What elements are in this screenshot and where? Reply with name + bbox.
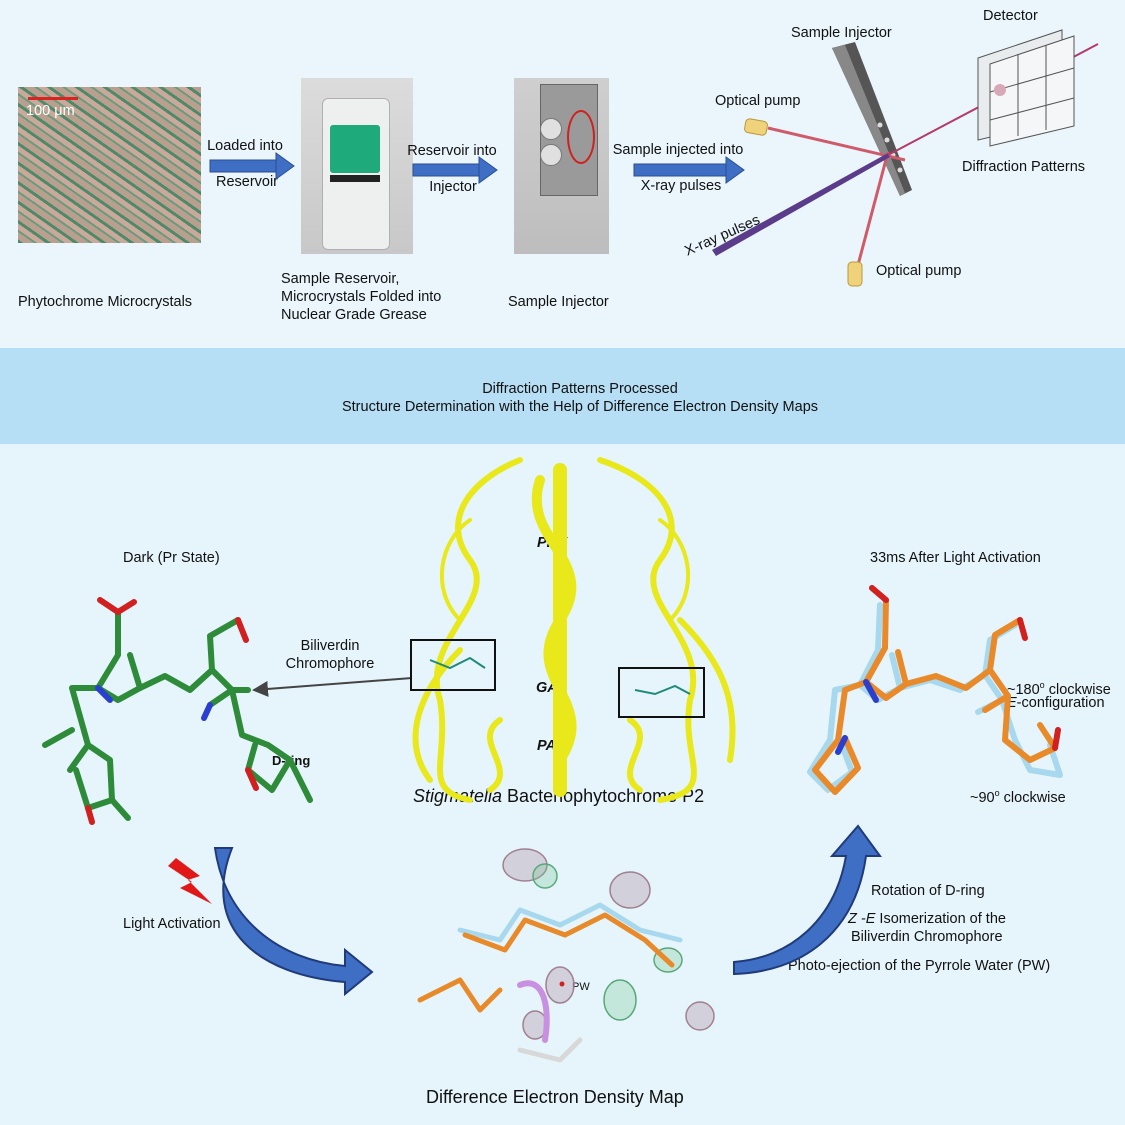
light-activation: Light Activation [123,916,221,932]
dark-title: Dark (Pr State) [123,550,220,566]
rot180-rest: clockwise [1044,681,1111,698]
reservoir-tube [322,98,390,250]
protein-caption-italic: Stigmatella [413,786,503,806]
injector-dial-2 [540,144,562,166]
microcrystals-photo [18,87,201,243]
injector-label: Sample Injector [508,294,609,310]
light-title: 33ms After Light Activation [870,550,1041,566]
rot90-sup: o [994,788,1000,798]
band-line1: Diffraction Patterns Processed [482,381,678,397]
scale-bar [28,97,78,100]
reservoir-green [330,125,380,173]
micro-label: Phytochrome Microcrystals [18,294,193,310]
photo-ejection: Photo-ejection of the Pyrrole Water (PW) [788,958,1051,974]
pw-label: PW [572,981,590,993]
arrow1-line1: Loaded into [207,138,283,154]
band-line2: Structure Determination with the Help of… [341,399,819,415]
rot90-label: ~90o clockwise [970,784,1066,807]
rot180-config: -configuration [1016,695,1105,711]
scale-bar-label: 100 μm [26,103,75,119]
protein-caption: Stigmatella Bacteriophytochrome P2 [413,787,704,805]
rotation-dring: Rotation of D-ring [871,883,985,899]
setup-diffraction: Diffraction Patterns [962,159,1086,175]
arrow2-line2: Injector [429,179,477,195]
isomer-rest: Isomerization of the [875,911,1006,927]
isomer-line2: Biliverdin Chromophore [851,929,1003,945]
dring-label: D-ring [272,753,311,768]
injector-red-circle [567,110,595,164]
reservoir-label-1: Sample Reservoir, [281,271,400,287]
protein-caption-rest: Bacteriophytochrome P2 [502,786,705,806]
rot180-e: E [1007,695,1017,711]
domain-phy: PHY [537,535,567,551]
isomer-italic: Z -E [848,911,876,927]
rot180-sup: o [1039,680,1045,690]
rot90-num: ~90 [970,789,995,806]
reservoir-label-2: Microcrystals Folded into [281,289,442,305]
arrow1-line2: Reservoir [215,174,279,190]
setup-optical-pump-top: Optical pump [715,93,801,109]
domain-gaf: GAF [536,680,567,696]
density-caption: Difference Electron Density Map [426,1087,684,1107]
setup-sample-injector: Sample Injector [791,25,892,41]
biliverdin-line1: Biliverdin [300,638,360,654]
process-band [0,348,1125,444]
reservoir-label-3: Nuclear Grade Grease [281,307,427,323]
arrow2-line1: Reservoir into [407,143,497,159]
domain-pas: PAS [537,738,566,754]
isomer-line1: Z -E Isomerization of the [848,910,1006,928]
setup-detector: Detector [983,8,1038,24]
arrow3-line2: X-ray pulses [640,178,722,194]
rot180-line2: E-configuration [1007,694,1105,712]
setup-optical-pump-bottom: Optical pump [876,263,962,279]
injector-dial-1 [540,118,562,140]
reservoir-band [330,175,380,182]
arrow3-line1: Sample injected into [612,142,744,158]
rot90-rest: clockwise [999,789,1066,806]
biliverdin-line2: Chromophore [285,656,375,672]
